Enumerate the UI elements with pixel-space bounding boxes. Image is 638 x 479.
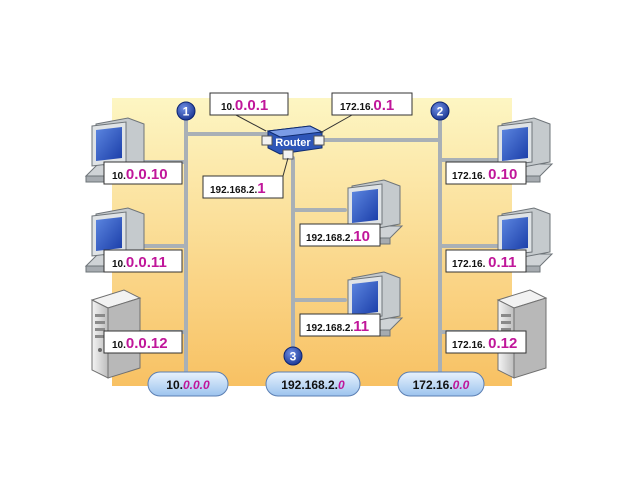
svg-text:172.16. 0.12: 172.16. 0.12 — [452, 335, 517, 352]
router-iface-192-prefix: 192.168.2. — [210, 185, 257, 196]
svg-text:10.0.0.1: 10.0.0.1 — [221, 97, 268, 114]
router-iface-10-prefix: 10. — [221, 102, 235, 113]
router-iface-172-callout: 172.16.0.1 — [319, 92, 413, 134]
svg-text:1: 1 — [183, 105, 190, 119]
router-iface-10-host: 0.0.1 — [235, 97, 268, 114]
svg-text:192.168.2.1: 192.168.2.1 — [210, 180, 266, 197]
host-label: 172.16. 0.10 — [445, 161, 527, 185]
svg-text:192.168.2.10: 192.168.2.10 — [306, 228, 370, 245]
router-iface-172-host: 0.1 — [373, 97, 394, 114]
host-label: 10.0.0.10 — [103, 161, 183, 185]
network-address-10: 10.0.0.0 — [147, 371, 229, 397]
svg-text:192.168.2.11: 192.168.2.11 — [306, 318, 369, 335]
svg-text:10.0.0.0: 10.0.0.0 — [166, 378, 210, 392]
host-label: 172.16. 0.11 — [445, 249, 527, 273]
svg-text:172.16. 0.11: 172.16. 0.11 — [452, 254, 517, 271]
router: Router — [261, 125, 325, 160]
host-label: 192.168.2.10 — [299, 223, 381, 247]
svg-text:10.0.0.12: 10.0.0.12 — [112, 335, 168, 352]
network-badge-2: 2 — [430, 101, 450, 121]
router-iface-192-callout: 192.168.2.1 — [202, 157, 289, 199]
svg-text:192.168.2.0: 192.168.2.0 — [281, 378, 345, 392]
svg-text:172.16.0.0: 172.16.0.0 — [413, 378, 470, 392]
network-address-192: 192.168.2.0 — [265, 371, 361, 397]
network-badge-3: 3 — [283, 346, 303, 366]
network-badge-1: 1 — [176, 101, 196, 121]
svg-text:10.0.0.11: 10.0.0.11 — [112, 254, 167, 271]
router-iface-10-callout: 10.0.0.1 — [209, 92, 289, 132]
host-label: 10.0.0.11 — [103, 249, 183, 273]
router-label: Router — [275, 137, 311, 149]
router-iface-172-prefix: 172.16. — [340, 102, 374, 113]
svg-text:172.16. 0.10: 172.16. 0.10 — [452, 166, 517, 183]
host-label: 192.168.2.11 — [299, 313, 381, 337]
svg-text:2: 2 — [437, 105, 444, 119]
router-iface-192-host: 1 — [257, 180, 265, 197]
network-address-172: 172.16.0.0 — [397, 371, 485, 397]
host-label: 172.16. 0.12 — [445, 330, 527, 354]
host-label: 10.0.0.12 — [103, 330, 183, 354]
svg-text:10.0.0.10: 10.0.0.10 — [112, 166, 168, 183]
svg-text:172.16.0.1: 172.16.0.1 — [340, 97, 394, 114]
svg-text:3: 3 — [290, 350, 297, 364]
